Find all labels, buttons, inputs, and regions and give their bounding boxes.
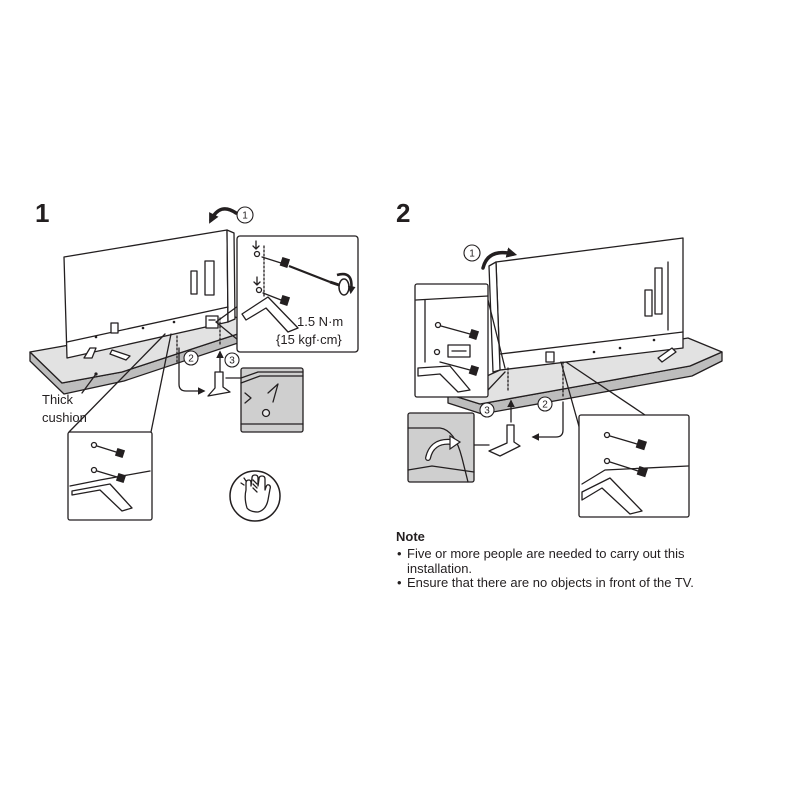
torque-value-alt: {15 kgf·cm} — [276, 332, 342, 347]
screw-hole — [90, 466, 98, 474]
note-section: Note Five or more people are needed to c… — [396, 529, 716, 591]
stand-foot — [83, 347, 97, 359]
hand-caution-icon — [229, 470, 281, 522]
step-marker-1: 1 — [463, 244, 481, 262]
screw-detail-callout — [67, 431, 153, 521]
screw-hole — [253, 250, 261, 258]
note-title: Note — [396, 529, 425, 544]
thick-cushion — [447, 337, 723, 415]
step-2: 2 1 — [396, 198, 723, 518]
svg-text:2: 2 — [188, 354, 194, 365]
stand-base — [417, 365, 471, 393]
stand-base — [71, 483, 133, 512]
torque-callout: 1.5 N·m {15 kgf·cm} — [236, 235, 359, 353]
screw-hole — [603, 431, 611, 439]
screw-hole — [90, 441, 98, 449]
tabletop-stand — [488, 424, 521, 457]
screw-icon — [279, 294, 291, 306]
note-item: Ensure that there are no objects in fron… — [396, 575, 716, 591]
step-marker-1: 1 — [236, 206, 254, 224]
step-number: 2 — [396, 198, 410, 228]
step-marker-3: 3 — [224, 352, 240, 368]
stand-detail-callout — [407, 412, 475, 483]
screw-hole — [255, 286, 263, 294]
rotate-arrow-icon — [481, 247, 518, 270]
tv-back-panel — [488, 237, 684, 373]
bracket — [205, 315, 219, 329]
rotate-arrow-icon — [209, 207, 238, 224]
screw-icon — [114, 447, 126, 459]
screw-icon — [279, 256, 331, 284]
cushion-label-line-2: cushion — [42, 410, 87, 425]
down-arrow-icon — [253, 276, 261, 286]
step-marker-3: 3 — [479, 402, 495, 418]
terminal — [545, 351, 555, 363]
screw-icon — [635, 438, 647, 451]
step-number: 1 — [35, 198, 49, 228]
screw-icon — [468, 364, 480, 376]
svg-text:1: 1 — [469, 249, 475, 260]
stand-detail-callout — [240, 367, 304, 433]
screw-detail-callout — [414, 283, 489, 398]
move-arrow — [531, 401, 564, 441]
cushion-label-line-1: Thick — [42, 392, 74, 407]
screw-icon — [468, 328, 480, 340]
tv-back-panel — [63, 229, 236, 361]
screwdriver-icon — [329, 272, 356, 296]
step-marker-2: 2 — [537, 396, 553, 412]
stand-foot — [657, 347, 677, 363]
svg-text:3: 3 — [484, 406, 490, 417]
vent-slot — [190, 270, 198, 295]
screw-hole — [434, 321, 442, 329]
note-list: Five or more people are needed to carry … — [396, 546, 716, 591]
note-item: Five or more people are needed to carry … — [396, 546, 716, 576]
move-arrow — [178, 347, 206, 395]
screw-hole — [433, 348, 441, 356]
tabletop-stand — [207, 371, 231, 397]
vent-slot — [644, 289, 653, 317]
svg-text:1: 1 — [242, 211, 248, 222]
screw-detail-callout — [578, 414, 690, 518]
vent-slot — [204, 260, 215, 296]
down-arrow-icon — [252, 240, 260, 250]
screw-hole — [603, 457, 611, 465]
svg-text:2: 2 — [542, 400, 548, 411]
stand-base — [581, 477, 643, 515]
step-marker-2: 2 — [183, 350, 199, 366]
stand-foot — [109, 349, 131, 361]
terminal — [110, 322, 119, 334]
stand-neck — [241, 296, 299, 333]
vent-slot — [654, 267, 663, 315]
rotate-arrow-icon — [426, 440, 454, 460]
torque-value: 1.5 N·m — [297, 314, 343, 329]
step-1: 1 — [29, 198, 359, 522]
svg-text:3: 3 — [229, 356, 235, 367]
